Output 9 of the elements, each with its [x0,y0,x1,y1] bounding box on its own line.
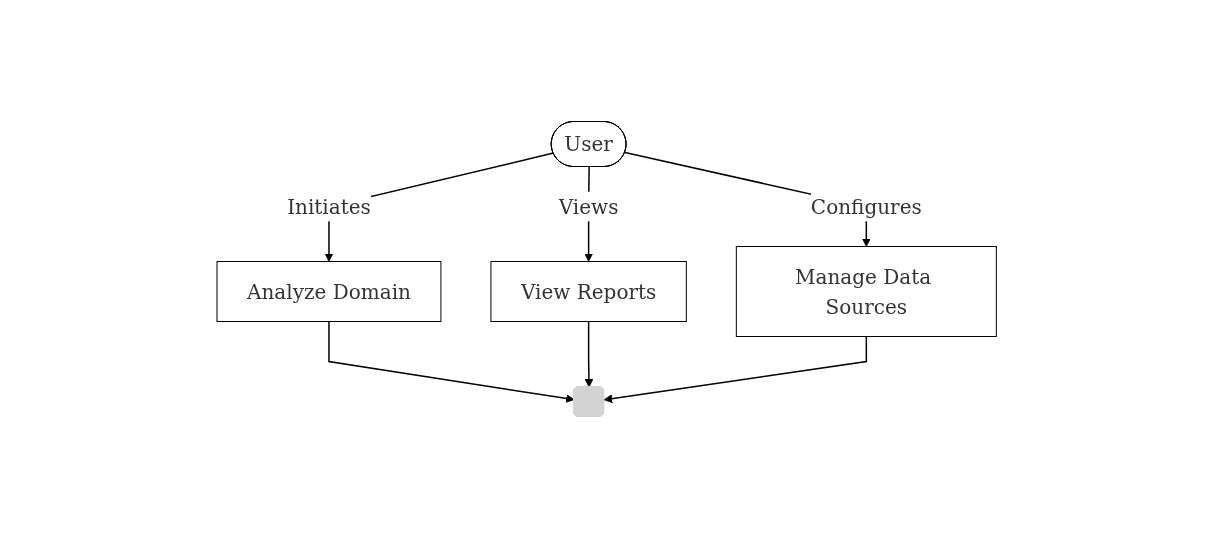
node-box: Manage Data Sources [735,246,997,337]
edge-label: Configures [810,194,922,219]
node-box: View Reports [490,261,687,322]
arrow [603,335,867,404]
edge-label: Initiates [286,194,371,219]
node-box: Analyze Domain [216,261,442,322]
edge-label: Views [558,194,619,219]
arrow [328,320,575,403]
arrow [584,320,594,388]
